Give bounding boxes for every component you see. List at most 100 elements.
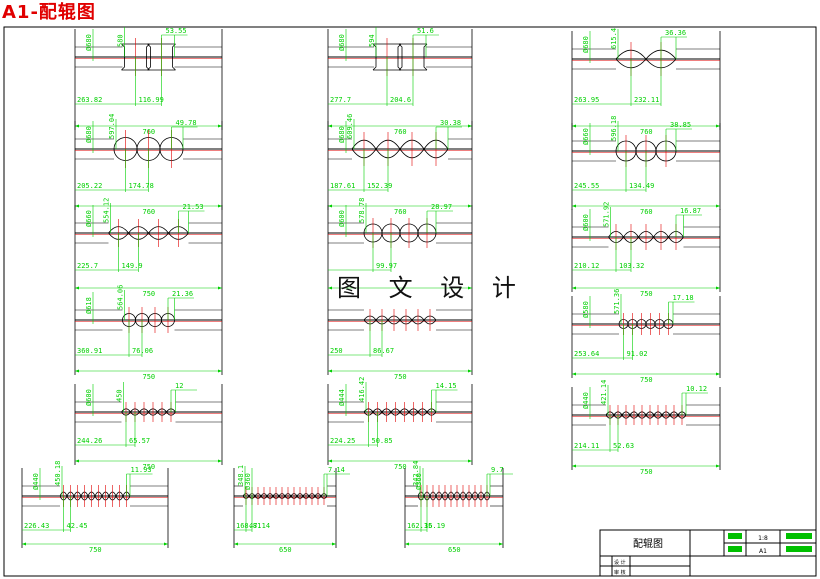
step-label: 116.99 bbox=[139, 96, 164, 104]
dia-label: Ø600 bbox=[582, 214, 590, 231]
pitch-label: 21.36 bbox=[172, 290, 193, 298]
dia-label: Ø660 bbox=[582, 128, 590, 145]
pass-profile bbox=[423, 309, 437, 331]
total-width-label: 750 bbox=[394, 463, 407, 471]
roll-drawing-r3c2: Ø600 578.78 28.97 99.97 bbox=[327, 198, 473, 292]
left-offset-label: 214.11 bbox=[574, 442, 599, 450]
left-offset-label: 210.12 bbox=[574, 262, 599, 270]
title-block-fill-4 bbox=[786, 546, 812, 552]
left-offset-label: 162.15 bbox=[407, 522, 432, 530]
dia-label: Ø680 bbox=[338, 34, 346, 51]
pitch-label: 14.15 bbox=[436, 382, 457, 390]
step-label: 91.02 bbox=[627, 350, 648, 358]
pitch-label: 28.97 bbox=[431, 203, 452, 211]
step-label: 174.78 bbox=[129, 182, 154, 190]
pass-dia-label: 571.36 bbox=[613, 289, 621, 314]
title-block-checker-label: 审 核 bbox=[614, 569, 626, 576]
pass-dia-label: 571.92 bbox=[603, 202, 611, 227]
title-block-fill-3 bbox=[786, 533, 812, 539]
dia-label: Ø618 bbox=[85, 297, 93, 314]
title-block-designer-label: 设 计 bbox=[614, 559, 626, 566]
pitch-label: 51.6 bbox=[417, 27, 434, 35]
left-offset-label: 226.43 bbox=[24, 522, 49, 530]
dia-label: Ø600 bbox=[338, 210, 346, 227]
total-width-label: 760 bbox=[640, 128, 653, 136]
total-width-label: 750 bbox=[640, 376, 653, 384]
pass-dia-label: 342.84 bbox=[412, 461, 420, 486]
roll-drawing-r4c3: Ø580 571.36 17.18 253.64 91.02 750 bbox=[571, 289, 721, 384]
dia-label: Ø580 bbox=[582, 301, 590, 318]
pass-dia-label: 596.18 bbox=[610, 116, 618, 141]
total-width-label: 750 bbox=[394, 373, 407, 381]
pass-dia-label: 578.78 bbox=[358, 198, 366, 223]
step-label: 36.19 bbox=[424, 522, 445, 530]
left-offset-label: 263.95 bbox=[574, 96, 599, 104]
left-offset-label: 263.82 bbox=[77, 96, 102, 104]
step-label: 52.63 bbox=[613, 442, 634, 450]
pass-dia-label: 421.14 bbox=[600, 380, 608, 405]
left-offset-label: 245.55 bbox=[574, 182, 599, 190]
dia-label: Ø680 bbox=[85, 126, 93, 143]
dia-label: Ø680 bbox=[582, 36, 590, 53]
total-width-label: 760 bbox=[640, 208, 653, 216]
left-offset-label: 250 bbox=[330, 347, 343, 355]
pitch-label: 16.87 bbox=[680, 207, 701, 215]
step-label: 65.57 bbox=[129, 437, 150, 445]
roll-drawing-r2c3: Ø660 596.18 38.85 245.55 134.49 760 bbox=[571, 116, 721, 216]
pass-dia-label: 615.4 bbox=[610, 28, 618, 49]
pass-dia-label: 594 bbox=[368, 34, 376, 47]
watermark: 图 文 设 计 bbox=[337, 274, 526, 302]
dia-label: Ø360 bbox=[415, 473, 423, 490]
left-offset-label: 224.25 bbox=[330, 437, 355, 445]
step-label: 47.14 bbox=[249, 522, 270, 530]
title-block-drawing-name: 配辊图 bbox=[633, 537, 663, 550]
pass-dia-label: 597.04 bbox=[108, 114, 116, 139]
pass-dia-label: 564.06 bbox=[117, 285, 125, 310]
dia-label: Ø440 bbox=[32, 473, 40, 490]
total-width-label: 750 bbox=[89, 546, 102, 554]
total-width-label: 750 bbox=[143, 373, 156, 381]
total-width-label: 750 bbox=[640, 468, 653, 476]
step-label: 42.45 bbox=[67, 522, 88, 530]
step-label: 152.39 bbox=[367, 182, 392, 190]
dia-label: Ø680 bbox=[338, 126, 346, 143]
total-width-label: 760 bbox=[143, 208, 156, 216]
pitch-label: 38.85 bbox=[670, 121, 691, 129]
title-block: 配辊图 1:8 A1 设 计 审 核 bbox=[599, 529, 817, 577]
pitch-label: 36.36 bbox=[665, 29, 686, 37]
left-offset-label: 244.26 bbox=[77, 437, 102, 445]
sheet-border bbox=[3, 26, 817, 577]
step-label: 50.85 bbox=[372, 437, 393, 445]
pass-dia-label: 609.46 bbox=[346, 114, 354, 139]
pass-dia-label: 348.1 bbox=[237, 465, 245, 486]
pass-dia-label: 450.18 bbox=[54, 461, 62, 486]
left-offset-label: 205.22 bbox=[77, 182, 102, 190]
step-label: 204.6 bbox=[390, 96, 411, 104]
pitch-label: 17.18 bbox=[673, 294, 694, 302]
pass-dia-label: 580 bbox=[117, 34, 125, 47]
pass-dia-label: 450 bbox=[116, 389, 124, 402]
roll-drawing-r1c3: Ø680 615.4 36.36 263.95 232.11 760 bbox=[571, 28, 721, 136]
step-label: 76.06 bbox=[132, 347, 153, 355]
left-offset-label: 253.64 bbox=[574, 350, 599, 358]
step-label: 149.9 bbox=[122, 262, 143, 270]
left-offset-label: 168.81 bbox=[236, 522, 261, 530]
total-width-label: 650 bbox=[448, 546, 461, 554]
step-label: 99.97 bbox=[376, 262, 397, 270]
step-label: 232.11 bbox=[634, 96, 659, 104]
total-width-label: 750 bbox=[640, 290, 653, 298]
step-label: 134.49 bbox=[629, 182, 654, 190]
left-offset-label: 187.61 bbox=[330, 182, 355, 190]
